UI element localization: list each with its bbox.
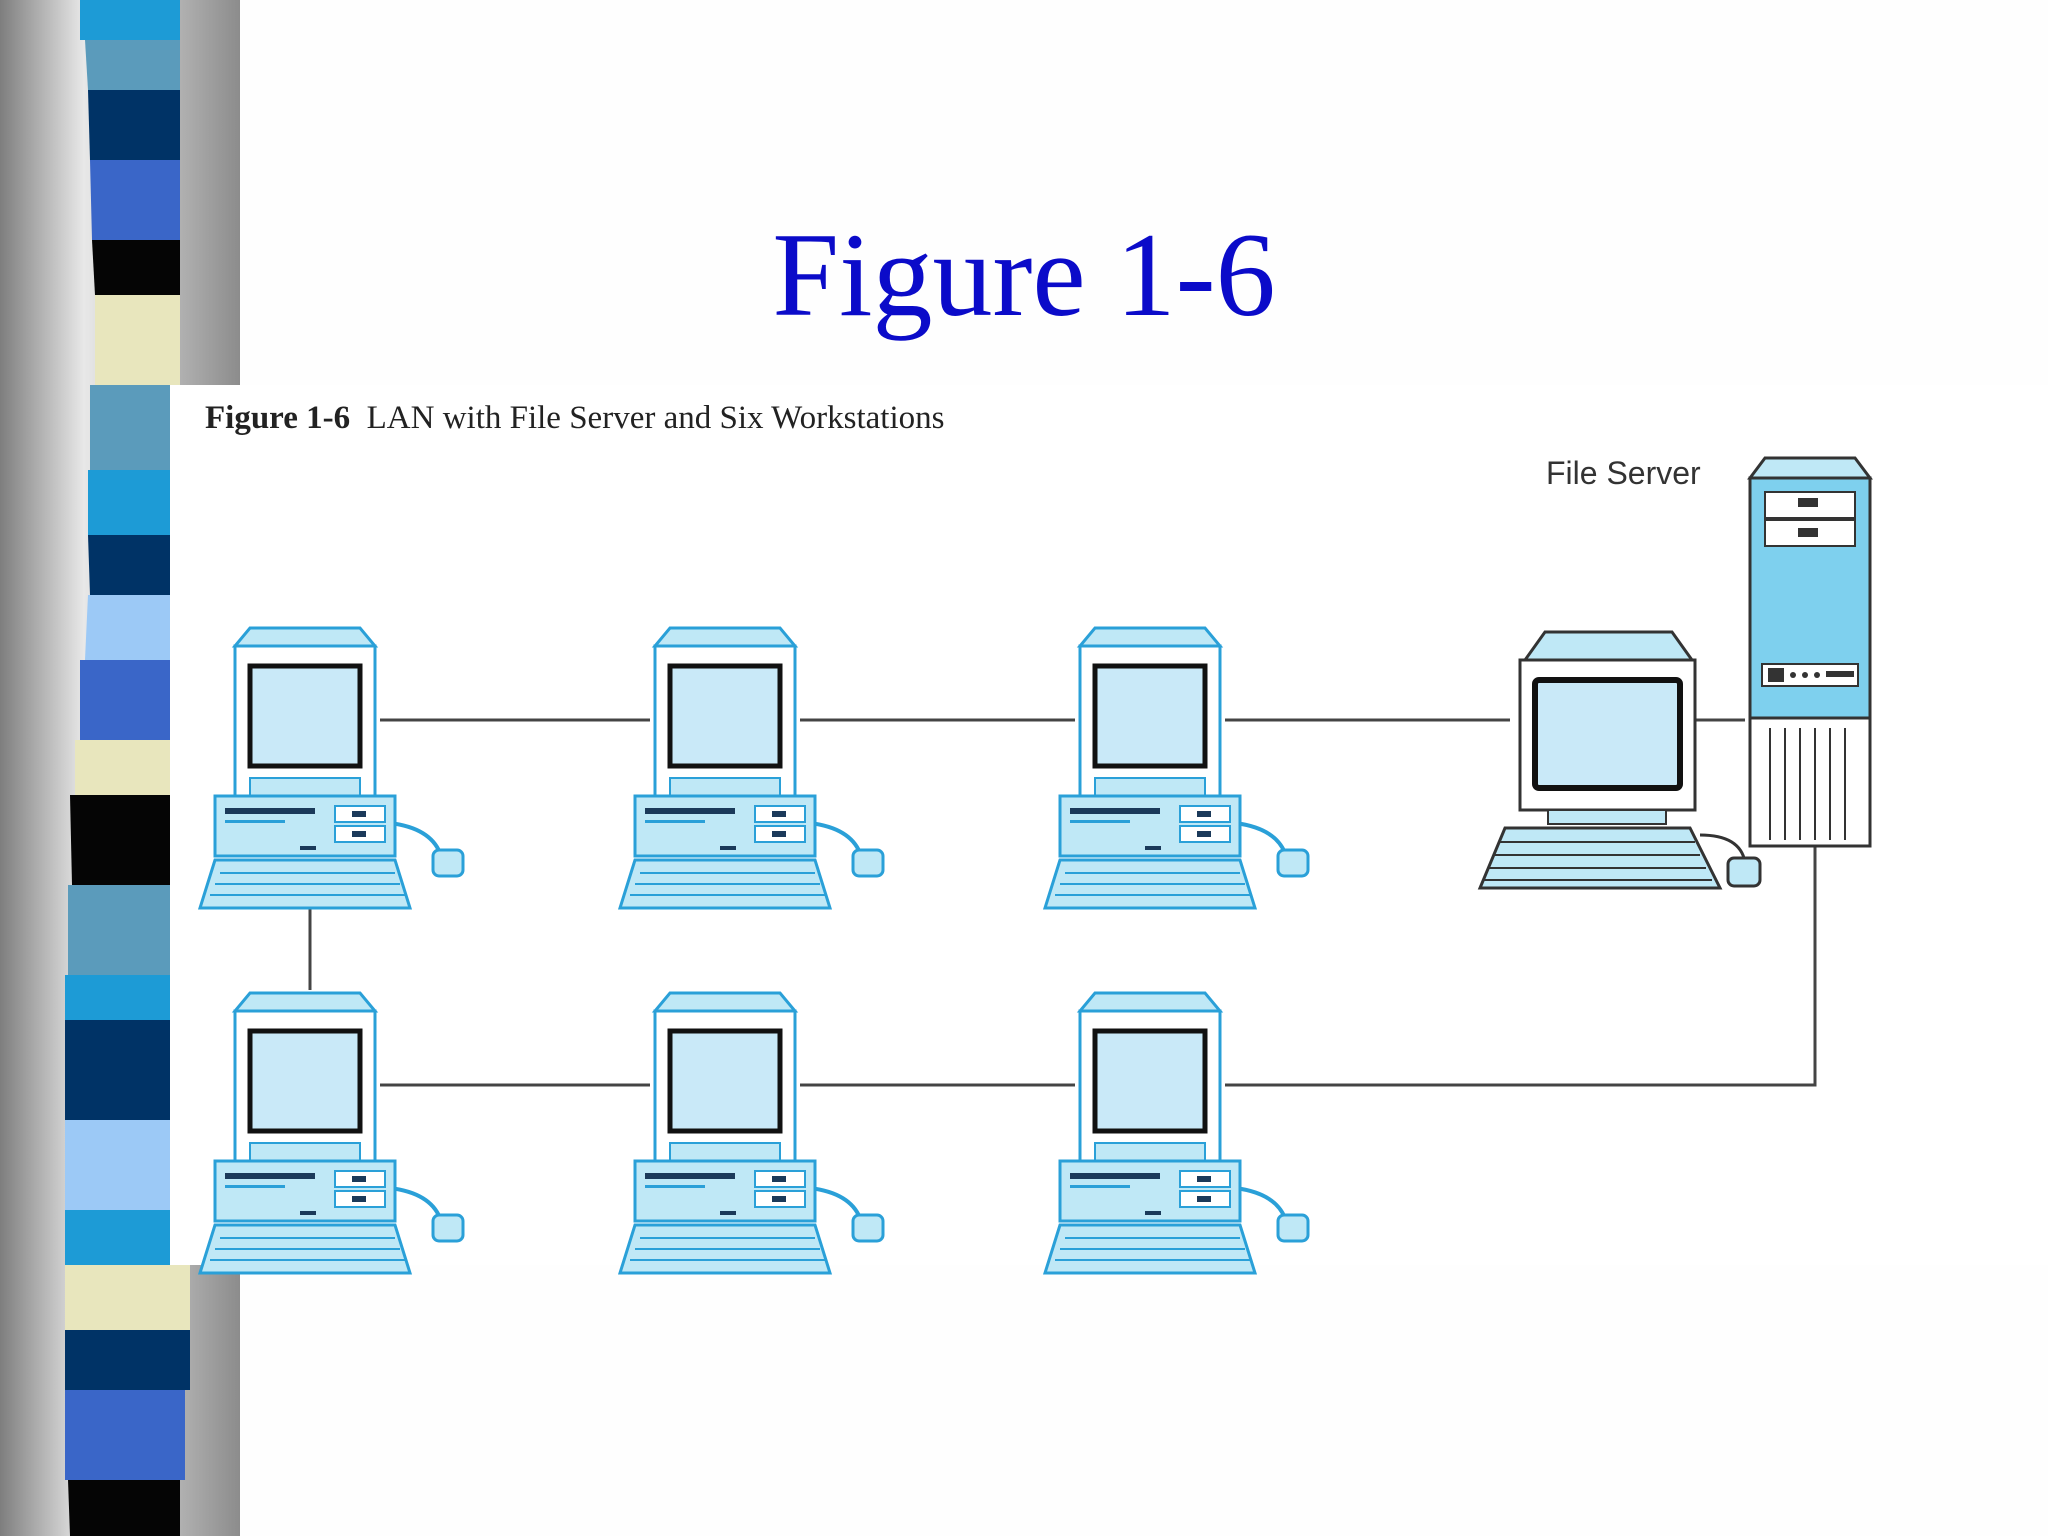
workstation-top-1	[200, 628, 463, 908]
slide-title: Figure 1-6	[772, 208, 1276, 341]
workstation-bottom-3	[1045, 993, 1308, 1273]
server-console	[1477, 630, 1762, 890]
figure-caption: Figure 1-6 LAN with File Server and Six …	[205, 400, 944, 437]
file-server-tower	[1747, 456, 1873, 848]
file-server-label: File Server	[1546, 455, 1701, 491]
network-cables	[308, 718, 1817, 1087]
figure-caption-text: LAN with File Server and Six Workstation…	[366, 400, 945, 436]
figure-caption-number: Figure 1-6	[205, 400, 351, 436]
workstation-top-3	[1045, 628, 1308, 908]
workstation-top-2	[620, 628, 883, 908]
stripe-set	[65, 0, 190, 1536]
workstation-bottom-2	[620, 993, 883, 1273]
workstation-bottom-1	[200, 993, 463, 1273]
